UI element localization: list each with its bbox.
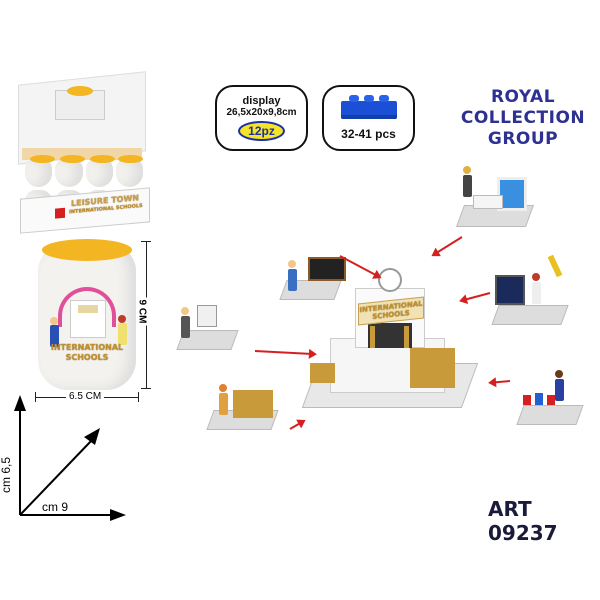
capsule-can-image: INTERNATIONAL SCHOOLS [38,239,136,390]
axis-vertical-label: cm 6,5 [0,456,14,494]
mini-set-telescope [490,250,575,330]
can-title-line2: SCHOOLS [65,353,109,362]
brand-line1: ROYAL [490,87,556,107]
dimension-axes-icon [14,395,126,521]
mini-set-office [455,155,535,235]
mini-set-computer [175,300,245,355]
arrow-icon [489,380,511,384]
can-title-line1: INTERNATIONAL [50,343,124,352]
article-number: ART 09237 [488,497,558,545]
pieces-count: 32-41 pcs [341,127,396,141]
mini-set-piano [205,375,285,435]
school-build-image: INTERNATIONAL SCHOOLS [300,268,479,423]
pieces-info-box: 32-41 pcs [322,85,415,151]
mini-set-classroom-blackboard [278,255,350,305]
display-info-box: display 26,5x20x9,8cm 12pz [215,85,308,151]
arrow-icon [289,420,305,430]
display-label: display [242,95,281,107]
can-width-label: 6.5 CM [66,391,105,402]
count-badge: 12pz [238,121,285,141]
arrow-icon [460,292,491,302]
arrow-icon [432,236,463,256]
mini-set-lab [515,365,590,430]
can-height-label: 9 CM [136,297,148,326]
brand-logo: ROYAL COLLECTION GROUP [448,87,598,150]
display-box-image: LEISURE TOWN INTERNATIONAL SCHOOLS [15,71,205,234]
axis-horizontal-label: cm 9 [42,500,69,514]
brand-line3: GROUP [487,129,559,149]
blue-brick-icon [340,93,397,119]
brand-line2: COLLECTION [460,108,586,128]
display-dimensions: 26,5x20x9,8cm [226,107,297,118]
